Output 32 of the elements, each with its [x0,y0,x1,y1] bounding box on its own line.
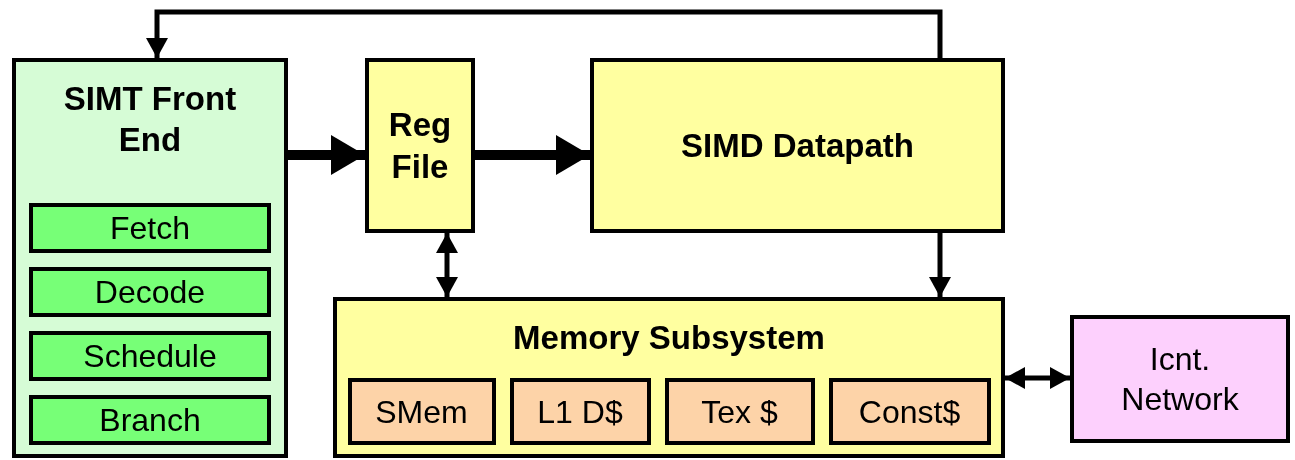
node-label: SIMD Datapath [681,125,914,166]
node-label: SIMT Front End [62,79,238,161]
stage-box [29,267,271,317]
node-label: Const$ [858,392,961,432]
node-label: Schedule [83,337,217,376]
stage-box [29,331,271,381]
memory-subsystem-box [333,297,1005,458]
node-label: Branch [99,401,201,440]
memory-unit-box [509,378,651,445]
arrow [929,233,951,297]
memory-unit-box [828,378,991,445]
stage-box [29,203,271,253]
node-label: Reg File [387,105,453,187]
node-label: Icnt. Network [1120,340,1240,419]
arrow [1005,367,1070,389]
node-label: Memory Subsystem [513,318,825,358]
node-label: L1 D$ [537,392,623,432]
arrow [288,135,365,175]
node-label: Fetch [110,209,190,248]
node-label: Decode [94,273,206,312]
datapath-box [590,58,1005,233]
arrow [475,135,590,175]
stage-box [29,395,271,445]
network-box [1070,315,1290,443]
memory-unit-box [347,378,496,445]
node-label: SMem [375,392,468,432]
arrow [146,9,943,58]
node-label: Tex $ [701,392,778,432]
register-file-box [365,58,475,233]
front-end-box [12,58,288,458]
memory-unit-box [664,378,815,445]
arrow [436,233,458,297]
